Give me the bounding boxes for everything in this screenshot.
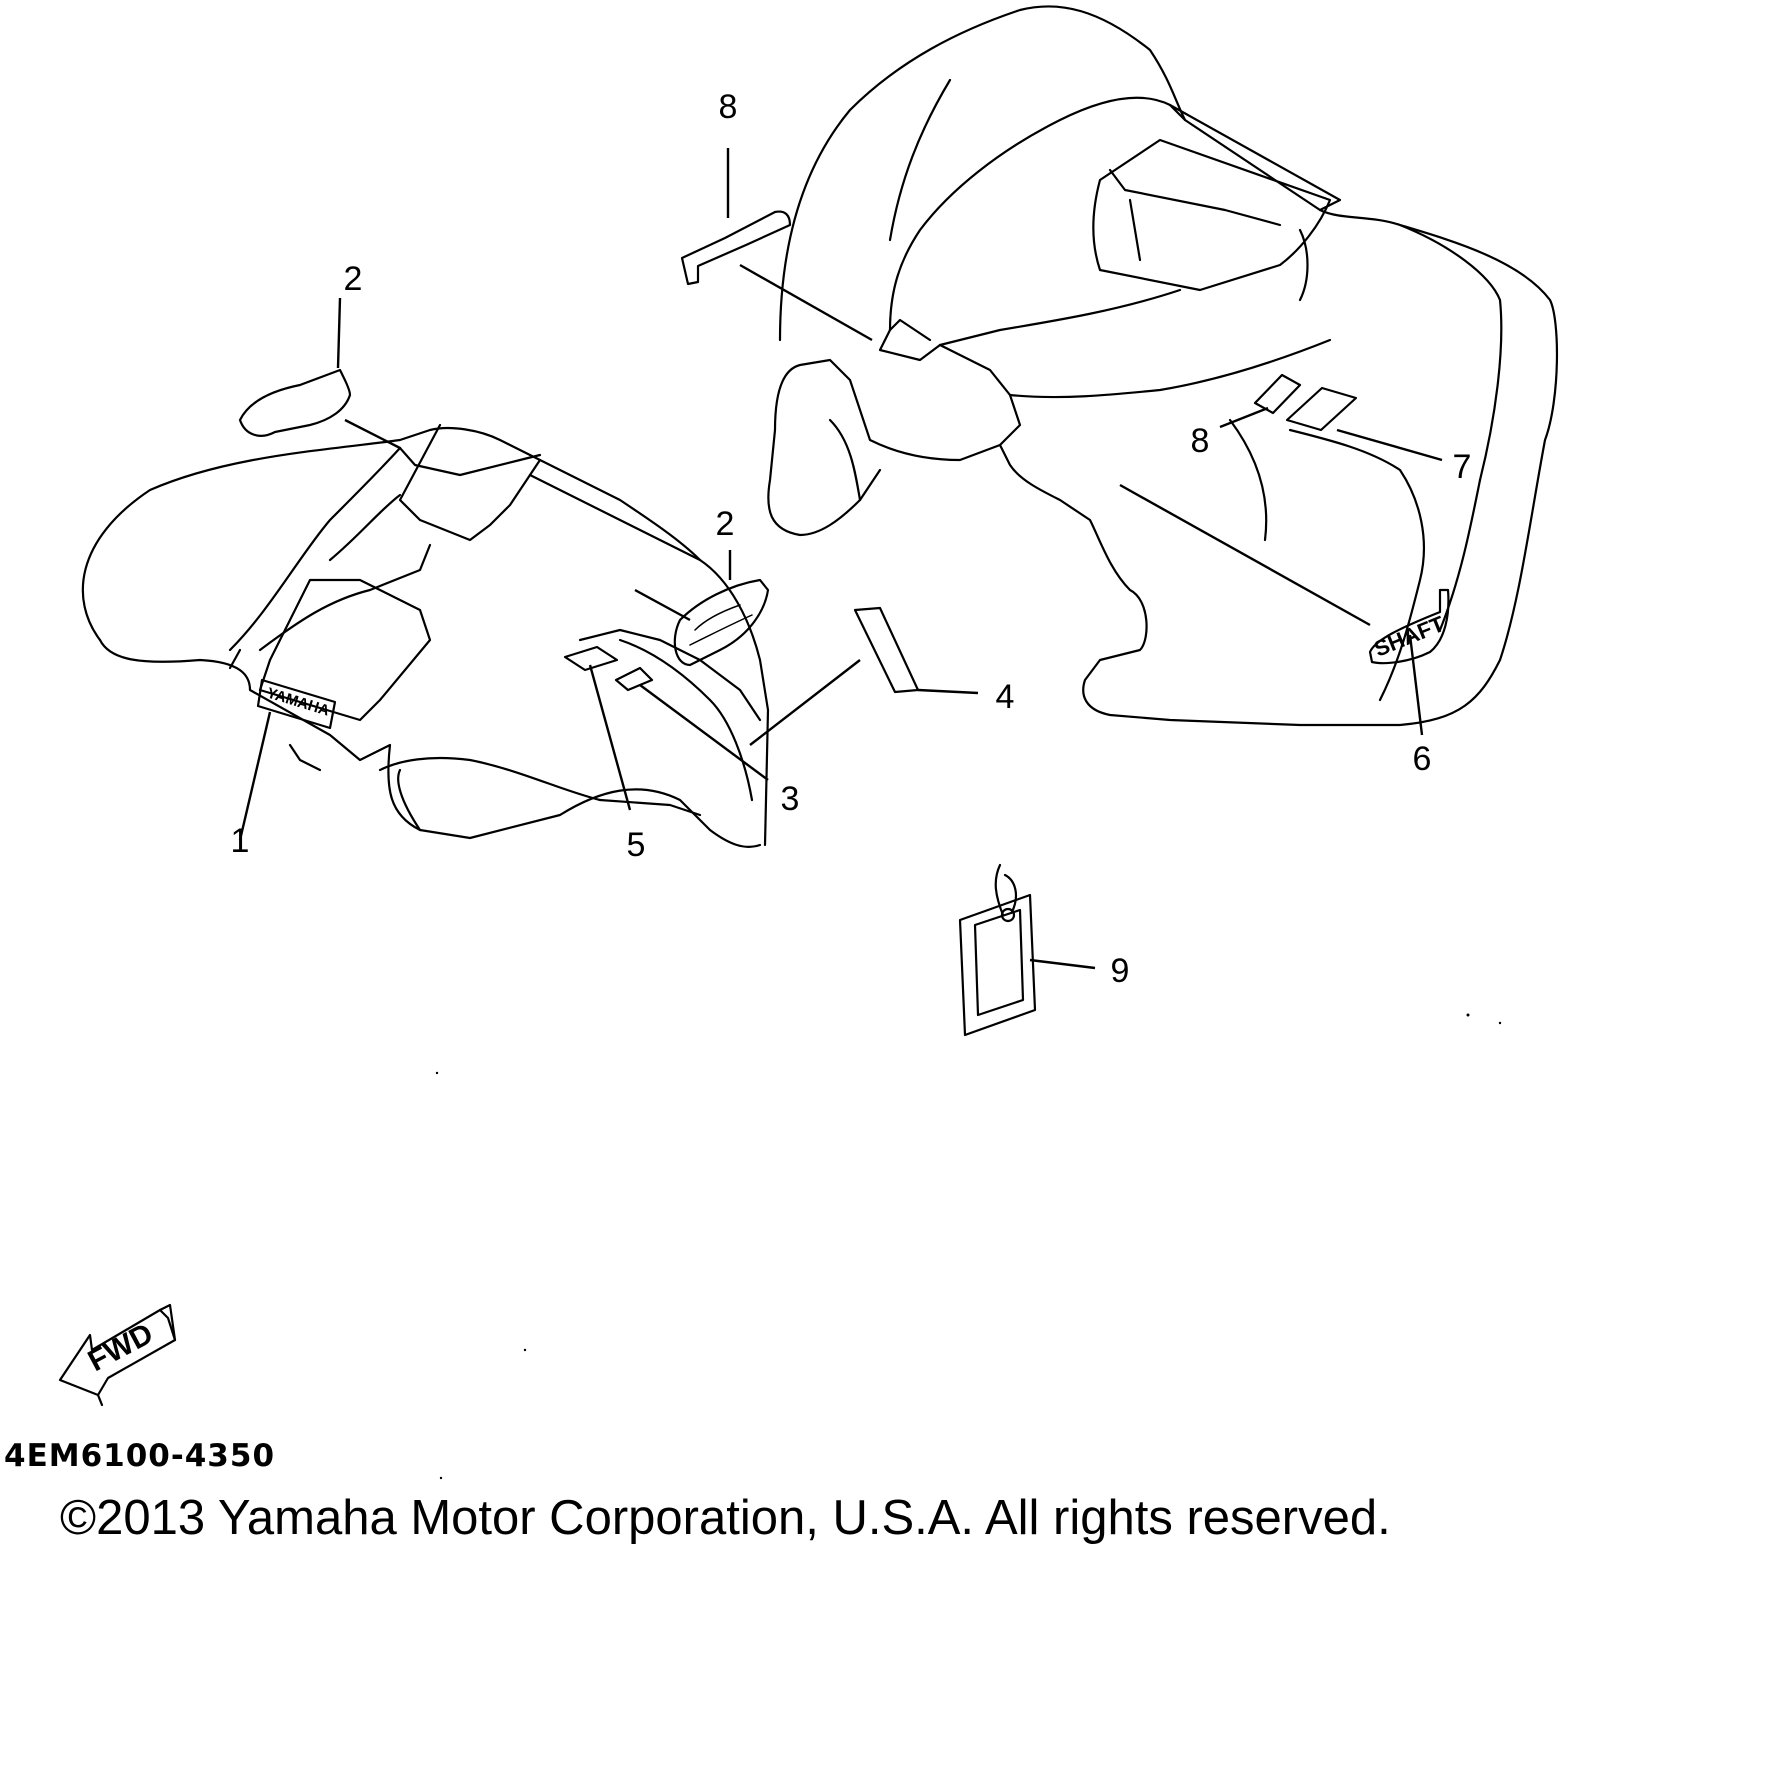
decal-8-right [1253,373,1302,415]
callout-2-side: 2 [716,505,735,543]
callout-2-top: 2 [344,260,363,298]
decal-4 [853,606,920,694]
scan-specks [435,1013,1502,1480]
decal-7 [1285,386,1358,432]
callout-7: 7 [1453,448,1472,486]
callout-9: 9 [1111,952,1130,990]
decal-6-shaft: SHAFT [1368,588,1450,665]
callout-5: 5 [627,826,646,864]
part-code-label: 4EM6100-4350 [4,1438,276,1474]
callout-numbers: 8 2 2 8 7 4 6 3 5 1 9 [231,88,1472,990]
front-fender [81,423,770,848]
decal-yamaha: YAMAHA [256,678,337,730]
callout-8-right: 8 [1191,422,1210,460]
fwd-arrow-text: FWD [83,1317,159,1378]
decal-2-top [238,368,352,437]
decal-2-side-logo [673,578,770,667]
callout-4: 4 [996,678,1015,716]
rear-fender [767,5,1559,727]
copyright-notice: ©2013 Yamaha Motor Corporation, U.S.A. A… [60,1491,1391,1545]
hang-tag-9 [958,863,1037,1037]
callout-1: 1 [231,822,250,860]
decal-3 [614,666,654,692]
callout-3: 3 [781,780,800,818]
fwd-arrow: FWD [58,1303,177,1407]
callout-8-top: 8 [719,88,738,126]
decal-8-top [680,210,792,286]
callout-6: 6 [1413,740,1432,778]
decal-5 [563,645,619,672]
leader-lines [238,148,1443,970]
